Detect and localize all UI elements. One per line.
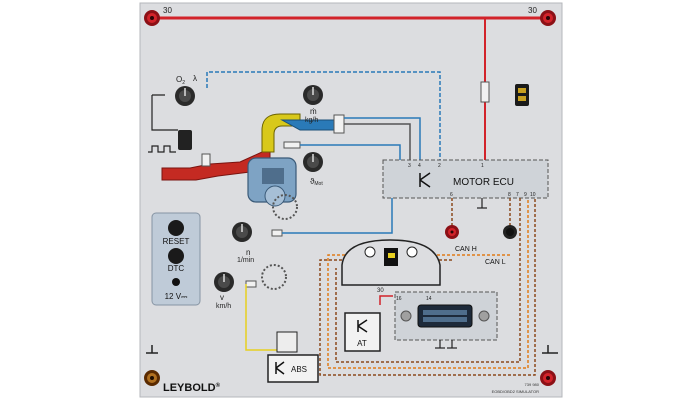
ecu-pin-9: 9 (524, 192, 527, 198)
supply-label-right: 30 (528, 6, 537, 15)
at-transistor-icon (357, 319, 368, 333)
ecu-pin-6: 6 (450, 192, 453, 198)
check-engine-icon (388, 253, 395, 258)
ecu-pin-7: 7 (516, 192, 519, 198)
power-label: 12 V⎓ (165, 292, 188, 301)
abs-label: ABS (291, 365, 307, 374)
abs-transistor-icon (275, 361, 285, 375)
sensor-wiring (206, 71, 441, 351)
rpm-knob[interactable] (232, 222, 252, 242)
ecu-pin-3: 3 (408, 163, 411, 169)
brand-logo: LEYBOLD® (163, 382, 221, 394)
abs-connector-block (276, 331, 298, 353)
obd-ground (435, 340, 457, 349)
product-name: EOBD/OBD2 SIMULATOR (492, 389, 540, 394)
o2-label: O2 (176, 75, 185, 86)
o2-toggle[interactable] (178, 130, 192, 150)
ecu-pin-8: 8 (508, 192, 511, 198)
dtc-label: DTC (168, 264, 185, 273)
can-h-label: CAN H (455, 246, 477, 253)
dtc-button[interactable] (168, 248, 184, 264)
obd-pin-14-label: 14 (426, 296, 432, 302)
engine-schematic (247, 113, 341, 220)
jack-bottom-left[interactable] (144, 370, 160, 386)
coolant-label: ϑMot (310, 177, 323, 187)
terminal-30-label: 30 (377, 288, 384, 294)
can-h-jack[interactable] (445, 225, 459, 239)
speed-label: v (220, 293, 224, 302)
supply-label-left: 30 (163, 6, 172, 15)
ecu-pin-10: 10 (530, 192, 536, 198)
exhaust-pipe (161, 151, 271, 181)
jack-top-left[interactable] (144, 10, 160, 26)
maf-sensor (333, 114, 345, 134)
power-jack[interactable] (172, 278, 180, 286)
reset-button[interactable] (168, 220, 184, 236)
terminal-30-line (379, 295, 393, 305)
supply-bus (152, 16, 548, 160)
coolant-knob[interactable] (303, 152, 323, 172)
ecu-pin-1: 1 (481, 163, 484, 169)
ecu-pin-2: 2 (438, 163, 441, 169)
at-module (344, 312, 381, 352)
can-l-jack[interactable] (503, 225, 517, 239)
obd-screw-left (400, 310, 412, 322)
ground-symbol-right (542, 345, 558, 354)
rpm-label: n (246, 248, 250, 257)
ecu-pin-4: 4 (418, 163, 421, 169)
maf-unit-label: kg/h (305, 117, 318, 124)
can-l-label: CAN L (485, 259, 506, 266)
maf-label: ṁ (310, 107, 317, 116)
ecu-ground (477, 198, 487, 209)
speed-unit-label: km/h (216, 303, 231, 310)
jack-top-right[interactable] (540, 10, 556, 26)
jack-bottom-right[interactable] (540, 370, 556, 386)
rpm-unit-label: 1/min (237, 257, 254, 264)
obd-screw-right (478, 310, 490, 322)
ecu-label: MOTOR ECU (453, 177, 514, 188)
o2-knob[interactable] (175, 86, 195, 106)
obd-pin-16-label: 16 (396, 296, 402, 302)
maf-knob[interactable] (303, 85, 323, 105)
ground-symbol-left (146, 345, 158, 354)
at-label: AT (357, 339, 367, 348)
motor-ecu (382, 159, 549, 199)
lambda-label: λ (193, 74, 197, 83)
part-number: 739 980 (525, 382, 540, 387)
instrument-cluster (341, 239, 441, 286)
reset-label: RESET (163, 237, 190, 246)
speed-knob[interactable] (214, 272, 234, 292)
o2-pulse-waveform (148, 94, 178, 153)
fault-switch[interactable] (515, 84, 529, 106)
rpm-sensor (271, 229, 283, 237)
